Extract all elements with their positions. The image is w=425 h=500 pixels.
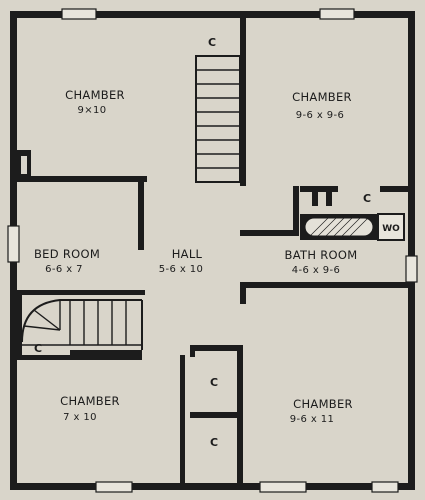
room-size-chamber-se: 9-6 x 11 [290,414,335,425]
bathtub [300,214,378,240]
room-name-chamber-sw: CHAMBER [60,394,120,408]
wc-label: WO [382,224,400,234]
room-name-bed-room: BED ROOM [34,247,100,261]
room-name-chamber-ne: CHAMBER [292,90,352,104]
closet-label-middle: C [210,376,218,389]
closet-label-upper-stair: C [208,36,216,49]
room-size-bath-room: 4-6 x 9-6 [292,265,341,276]
room-size-chamber-ne: 9-6 x 9-6 [296,110,345,121]
room-name-chamber-nw: CHAMBER [65,88,125,102]
room-name-hall: HALL [172,247,203,261]
room-size-hall: 5-6 x 10 [159,264,204,275]
interior-walls [17,18,408,483]
closet-label-bath: C [363,192,371,205]
room-name-chamber-se: CHAMBER [293,397,353,411]
room-size-bed-room: 6-6 x 7 [45,264,83,275]
room-labels: CHAMBER 9×10 CHAMBER 9-6 x 9-6 BED ROOM … [34,36,400,449]
upper-stair [195,55,241,183]
room-size-chamber-nw: 9×10 [77,105,106,116]
closet-label-lower: C [210,436,218,449]
closet-label-lower-stair: C [34,342,42,355]
room-name-bath-room: BATH ROOM [285,248,358,262]
lower-stair [21,299,143,350]
water-closet [377,213,405,241]
room-size-chamber-sw: 7 x 10 [63,412,97,423]
windows [7,8,418,493]
